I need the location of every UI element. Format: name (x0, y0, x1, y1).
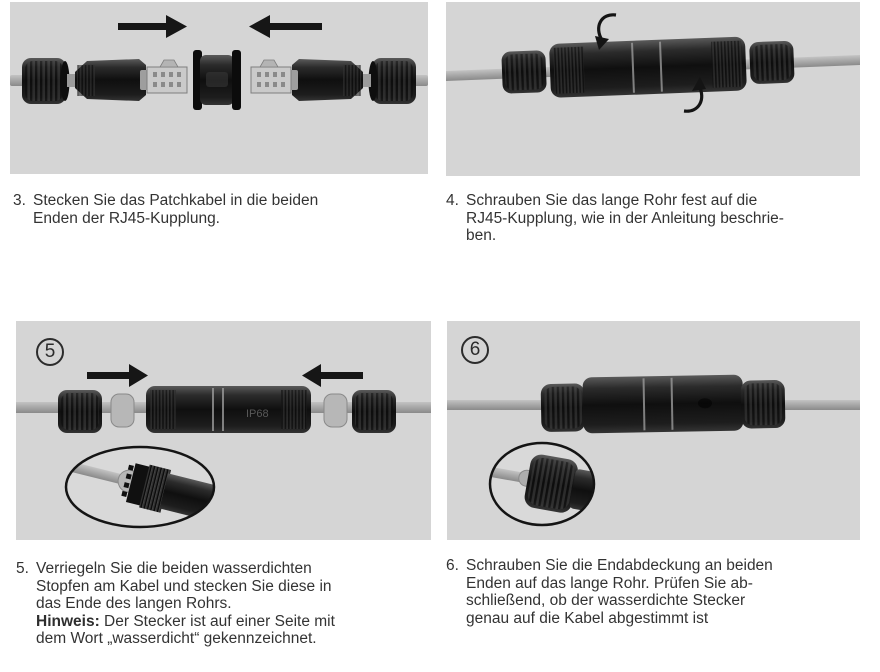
long-tube: IP68 (146, 386, 311, 433)
step5-note-label: Hinweis: (36, 612, 100, 630)
connector-assembly (540, 374, 786, 434)
connector-assembly (446, 36, 860, 98)
inward-arrows-icon (118, 15, 322, 38)
step4-drawing (446, 2, 860, 176)
right-end-nut (352, 390, 396, 433)
step6-illustration (447, 321, 860, 540)
step5-caption: 5. Verriegeln Sie die beiden wasserdicht… (16, 560, 408, 648)
step6-number: 6. (446, 557, 459, 574)
rotate-arrow-bottom-icon (683, 77, 706, 113)
step3-number: 3. (13, 192, 26, 209)
tube-marking: IP68 (246, 408, 269, 420)
right-waterproof-plug (323, 393, 348, 428)
left-waterproof-plug (110, 393, 135, 428)
step5-text: Verriegeln Sie die beiden wasserdichten … (36, 560, 408, 648)
step4-caption: 4. Schrauben Sie das lange Rohr fest auf… (446, 192, 854, 245)
step3-drawing (10, 2, 428, 174)
step5-illustration: IP68 (16, 321, 431, 540)
left-end-nut (58, 390, 102, 433)
inset-detail (64, 445, 216, 529)
step6-caption: 6. Schrauben Sie die Endabdeckung an bei… (446, 557, 858, 627)
long-tube (582, 374, 744, 434)
step3-caption: 3. Stecken Sie das Patchkabel in die bei… (13, 192, 385, 227)
right-end-nut (740, 380, 786, 429)
step5-number: 5. (16, 560, 29, 577)
step4-text: Schrauben Sie das lange Rohr fest auf di… (466, 192, 784, 244)
inset-detail (488, 441, 596, 527)
long-tube (549, 36, 747, 98)
step4-number: 4. (446, 192, 459, 209)
step5-note-text: Der Stecker ist auf einer Seite mit dem … (36, 612, 335, 648)
rj45-coupling-body (193, 50, 241, 110)
left-end-nut (540, 383, 586, 432)
step5-badge: 5 (36, 338, 64, 366)
step3-text: Stecken Sie das Patchkabel in die beiden… (33, 192, 319, 227)
inward-arrows-icon (87, 364, 363, 387)
step6-drawing (447, 321, 860, 540)
step6-text: Schrauben Sie die Endabdeckung an beiden… (466, 557, 773, 627)
right-end-nut (749, 40, 795, 84)
step5-main-text: Verriegeln Sie die beiden wasserdichten … (36, 560, 332, 612)
step3-illustration (10, 2, 428, 174)
left-end-nut (501, 50, 547, 94)
step4-illustration (446, 2, 860, 176)
rotate-arrow-top-icon (595, 13, 617, 50)
step5-drawing: IP68 (16, 321, 431, 540)
step6-badge: 6 (461, 336, 489, 364)
